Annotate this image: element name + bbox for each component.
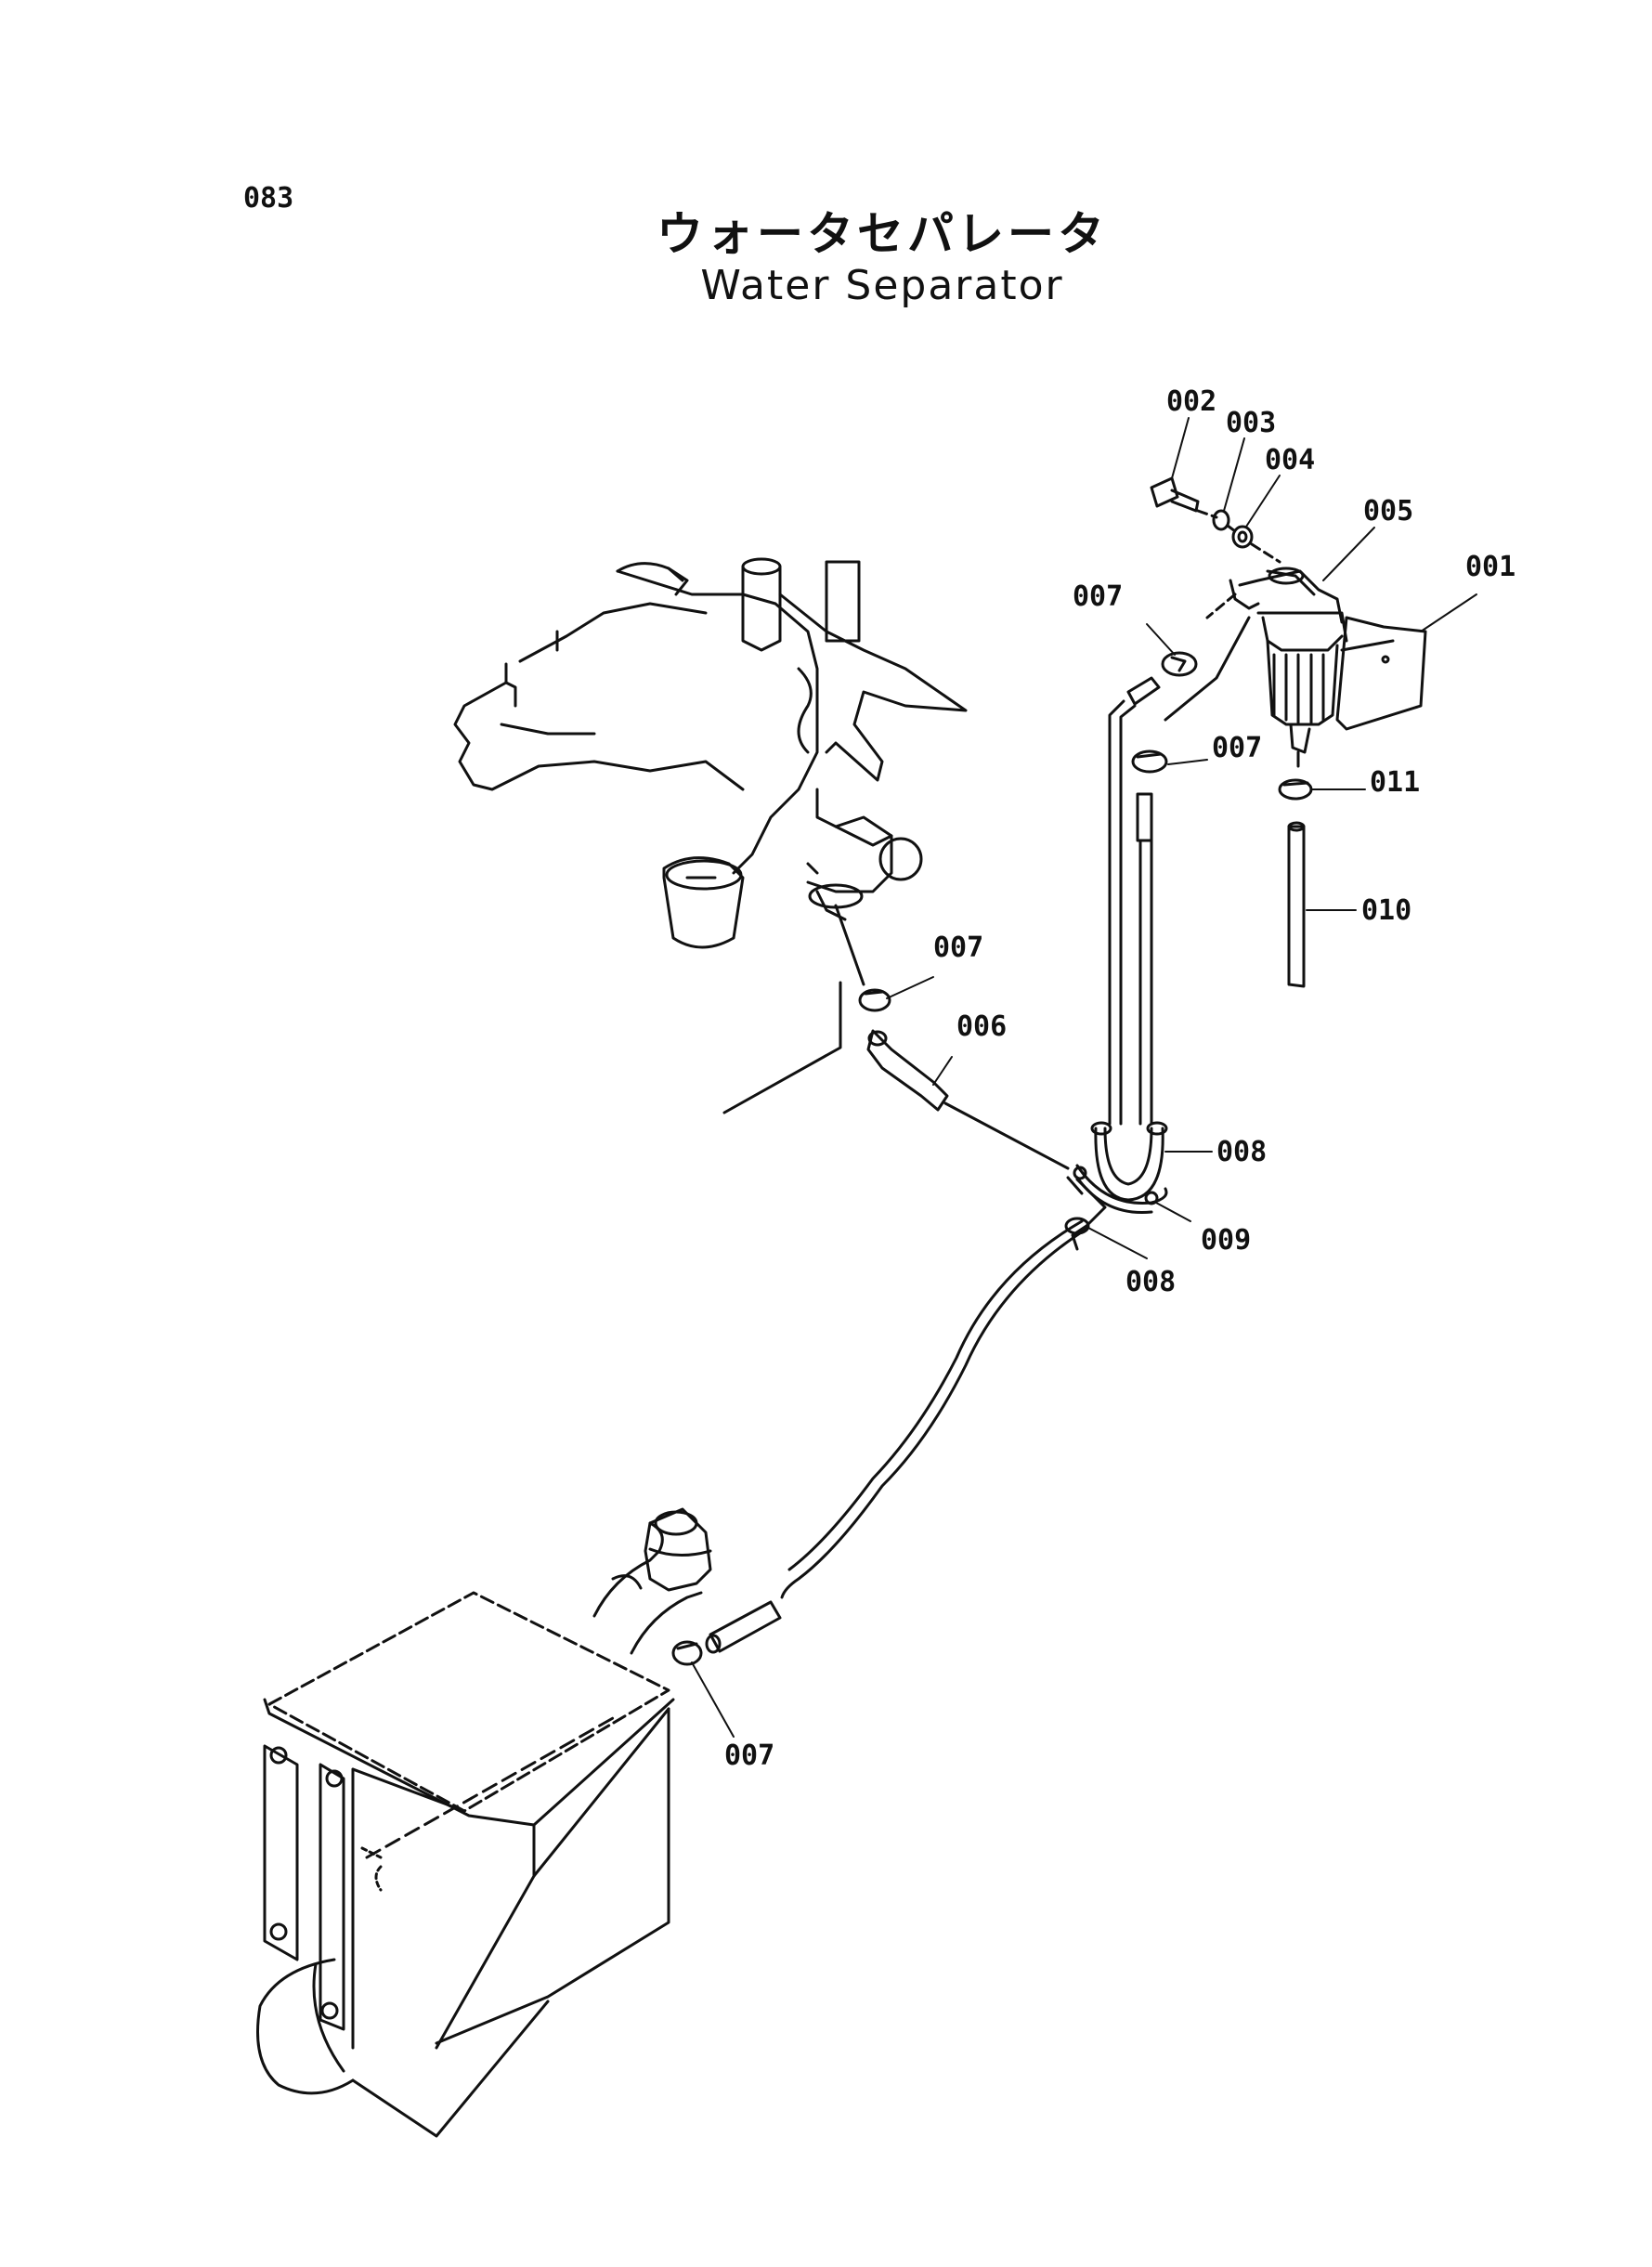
label-003: 003 bbox=[1226, 407, 1276, 439]
label-007-engine: 007 bbox=[933, 932, 983, 964]
water-separator-drawing bbox=[1108, 476, 1427, 1126]
label-006: 006 bbox=[956, 1010, 1007, 1043]
page-code: 083 bbox=[243, 182, 294, 215]
label-005: 005 bbox=[1363, 495, 1413, 528]
label-004: 004 bbox=[1265, 444, 1315, 476]
part-labels: 002 003 004 005 001 007 007 011 010 007 … bbox=[724, 385, 1515, 1772]
title-japanese: ウォータセパレータ bbox=[657, 207, 1108, 261]
label-009: 009 bbox=[1201, 1224, 1251, 1257]
label-001: 001 bbox=[1465, 551, 1515, 583]
label-007-upper: 007 bbox=[1073, 580, 1123, 613]
leader-lines bbox=[691, 417, 1477, 1738]
label-007-tank: 007 bbox=[724, 1739, 774, 1772]
joint-and-hose-drawing bbox=[671, 988, 1168, 1666]
label-007-mid: 007 bbox=[1212, 732, 1262, 764]
engine-drawing bbox=[453, 557, 968, 1114]
label-002: 002 bbox=[1166, 385, 1216, 418]
label-008-upper: 008 bbox=[1216, 1136, 1267, 1168]
label-010: 010 bbox=[1361, 894, 1411, 927]
label-008-lower: 008 bbox=[1125, 1266, 1176, 1298]
title-english: Water Separator bbox=[700, 262, 1064, 309]
label-011: 011 bbox=[1370, 766, 1420, 799]
tank-drawing bbox=[256, 1507, 712, 2138]
